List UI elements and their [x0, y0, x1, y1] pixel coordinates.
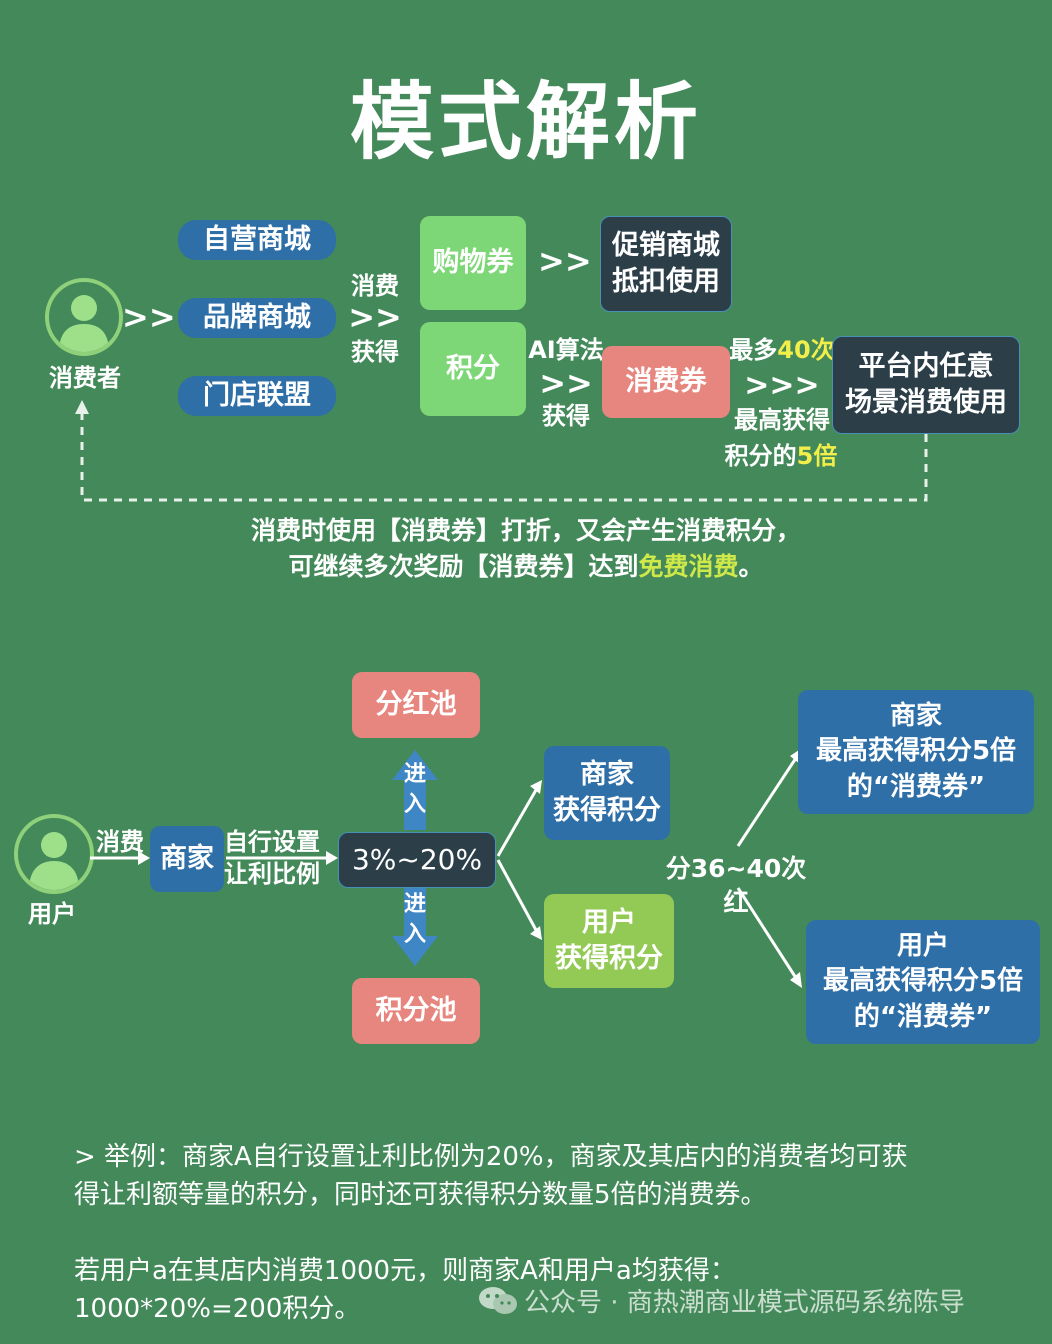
user-label: 用户 — [28, 900, 76, 928]
promo-mall-box: 促销商城 抵扣使用 — [600, 216, 732, 312]
loop-note-line2: 可继续多次奖励【消费券】达到免费消费。 — [0, 550, 1052, 584]
platform-line2: 场景消费使用 — [845, 387, 1007, 418]
loop-note-line1: 消费时使用【消费券】打折，又会产生消费积分， — [250, 516, 801, 545]
merchant-result-line1: 商家 — [889, 701, 942, 732]
feedback-loop-line — [75, 400, 928, 502]
max-gain-prefix: 积分的 — [724, 442, 797, 470]
dividend-times-label: 分36~40次红 — [665, 854, 807, 917]
merchant-box: 商家 — [150, 826, 224, 892]
max-gain-value: 5倍 — [796, 442, 838, 470]
points-pool-box: 积分池 — [352, 978, 480, 1044]
platform-usage-box: 平台内任意 场景消费使用 — [832, 336, 1020, 434]
example-paragraph-1: > 举例：商家A自行设置让利比例为20%，商家及其店内的消费者均可获 得让利额等… — [74, 1138, 1014, 1214]
spend-label: 消费 — [351, 272, 399, 300]
dividend-pool-box: 分红池 — [352, 672, 480, 738]
consumer-avatar — [45, 278, 123, 356]
max-gain-label: 最高获得 — [734, 406, 830, 434]
voucher-arrow: >> — [538, 242, 592, 280]
mall-self-operated: 自营商城 — [178, 220, 336, 260]
self-set-line2: 让利比例 — [224, 860, 320, 889]
consumer-arrow: >> — [122, 298, 176, 336]
watermark-text: 公众号 · 商热潮商业模式源码系统陈导 — [524, 1288, 965, 1318]
enter-down-text: 进入 — [403, 892, 426, 947]
merchant-points-line1: 商家 — [580, 758, 634, 790]
ai-get-label: 获得 — [542, 402, 590, 430]
note-highlight: 免费消费 — [638, 552, 739, 581]
example-line2: 得让利额等量的积分，同时还可获得积分数量5倍的消费券。 — [74, 1180, 767, 1210]
mall-store-alliance: 门店联盟 — [178, 376, 336, 416]
user-result-line2: 最高获得积分5倍 — [822, 966, 1024, 997]
consumer-label: 消费者 — [49, 364, 121, 392]
max-times-label: 最多40次 — [726, 334, 838, 366]
max-prefix: 最多 — [729, 336, 778, 364]
mall-brand: 品牌商城 — [178, 298, 336, 338]
user-result-line3: 的“消费券” — [853, 1001, 993, 1032]
spend-arrow: >> — [348, 298, 402, 336]
spend-label-bottom: 消费 — [96, 828, 144, 856]
example-line4: 1000*20%=200积分。 — [74, 1294, 361, 1324]
example-line3: 若用户a在其店内消费1000元，则商家A和用户a均获得： — [74, 1256, 736, 1286]
note-suffix: 。 — [738, 552, 764, 581]
merchant-points-line2: 获得积分 — [553, 795, 661, 826]
promo-line1: 促销商城 — [612, 229, 720, 261]
example-paragraph-2: 若用户a在其店内消费1000元，则商家A和用户a均获得： 1000*20%=20… — [74, 1252, 1014, 1328]
max-gain-multiplier: 积分的5倍 — [716, 440, 846, 472]
person-icon — [29, 832, 79, 890]
person-icon — [59, 295, 109, 352]
get-label: 获得 — [351, 338, 399, 366]
self-set-line1: 自行设置 — [224, 828, 320, 856]
ai-arrow: >> — [539, 364, 593, 402]
merchant-result-line2: 最高获得积分5倍 — [815, 736, 1017, 767]
watermark: 公众号 · 商热潮商业模式源码系统陈导 — [478, 1282, 965, 1319]
consumption-voucher-box: 消费券 — [602, 346, 730, 418]
long-arrow: >>> — [744, 368, 820, 403]
note-prefix: 可继续多次奖励【消费券】达到 — [288, 552, 639, 581]
wechat-icon — [479, 1286, 517, 1314]
ai-label: AI算法 — [528, 336, 604, 364]
user-points-line1: 用户 — [582, 906, 636, 938]
bottom-flow-arrows — [90, 748, 802, 988]
user-points-box: 用户 获得积分 — [544, 894, 674, 988]
user-result-line1: 用户 — [896, 931, 949, 962]
enter-up-label: 进入 — [400, 760, 430, 820]
enter-down-label: 进入 — [400, 890, 430, 950]
platform-line1: 平台内任意 — [858, 350, 994, 382]
example-line1: > 举例：商家A自行设置让利比例为20%，商家及其店内的消费者均可获 — [74, 1142, 908, 1172]
user-avatar — [14, 814, 94, 894]
enter-up-text: 进入 — [403, 762, 426, 817]
promo-line2: 抵扣使用 — [612, 266, 720, 297]
user-points-line2: 获得积分 — [555, 943, 663, 974]
merchant-result-line3: 的“消费券” — [846, 771, 986, 802]
max-times-value: 40次 — [777, 336, 835, 364]
merchant-result-box: 商家 最高获得积分5倍 的“消费券” — [798, 690, 1034, 814]
self-set-label: 自行设置 让利比例 — [224, 826, 332, 891]
ratio-range-box: 3%~20% — [338, 832, 496, 888]
shopping-voucher-box: 购物券 — [420, 216, 526, 310]
merchant-points-box: 商家 获得积分 — [544, 746, 670, 840]
user-result-box: 用户 最高获得积分5倍 的“消费券” — [806, 920, 1040, 1044]
points-box: 积分 — [420, 322, 526, 416]
page-title: 模式解析 — [349, 73, 702, 171]
